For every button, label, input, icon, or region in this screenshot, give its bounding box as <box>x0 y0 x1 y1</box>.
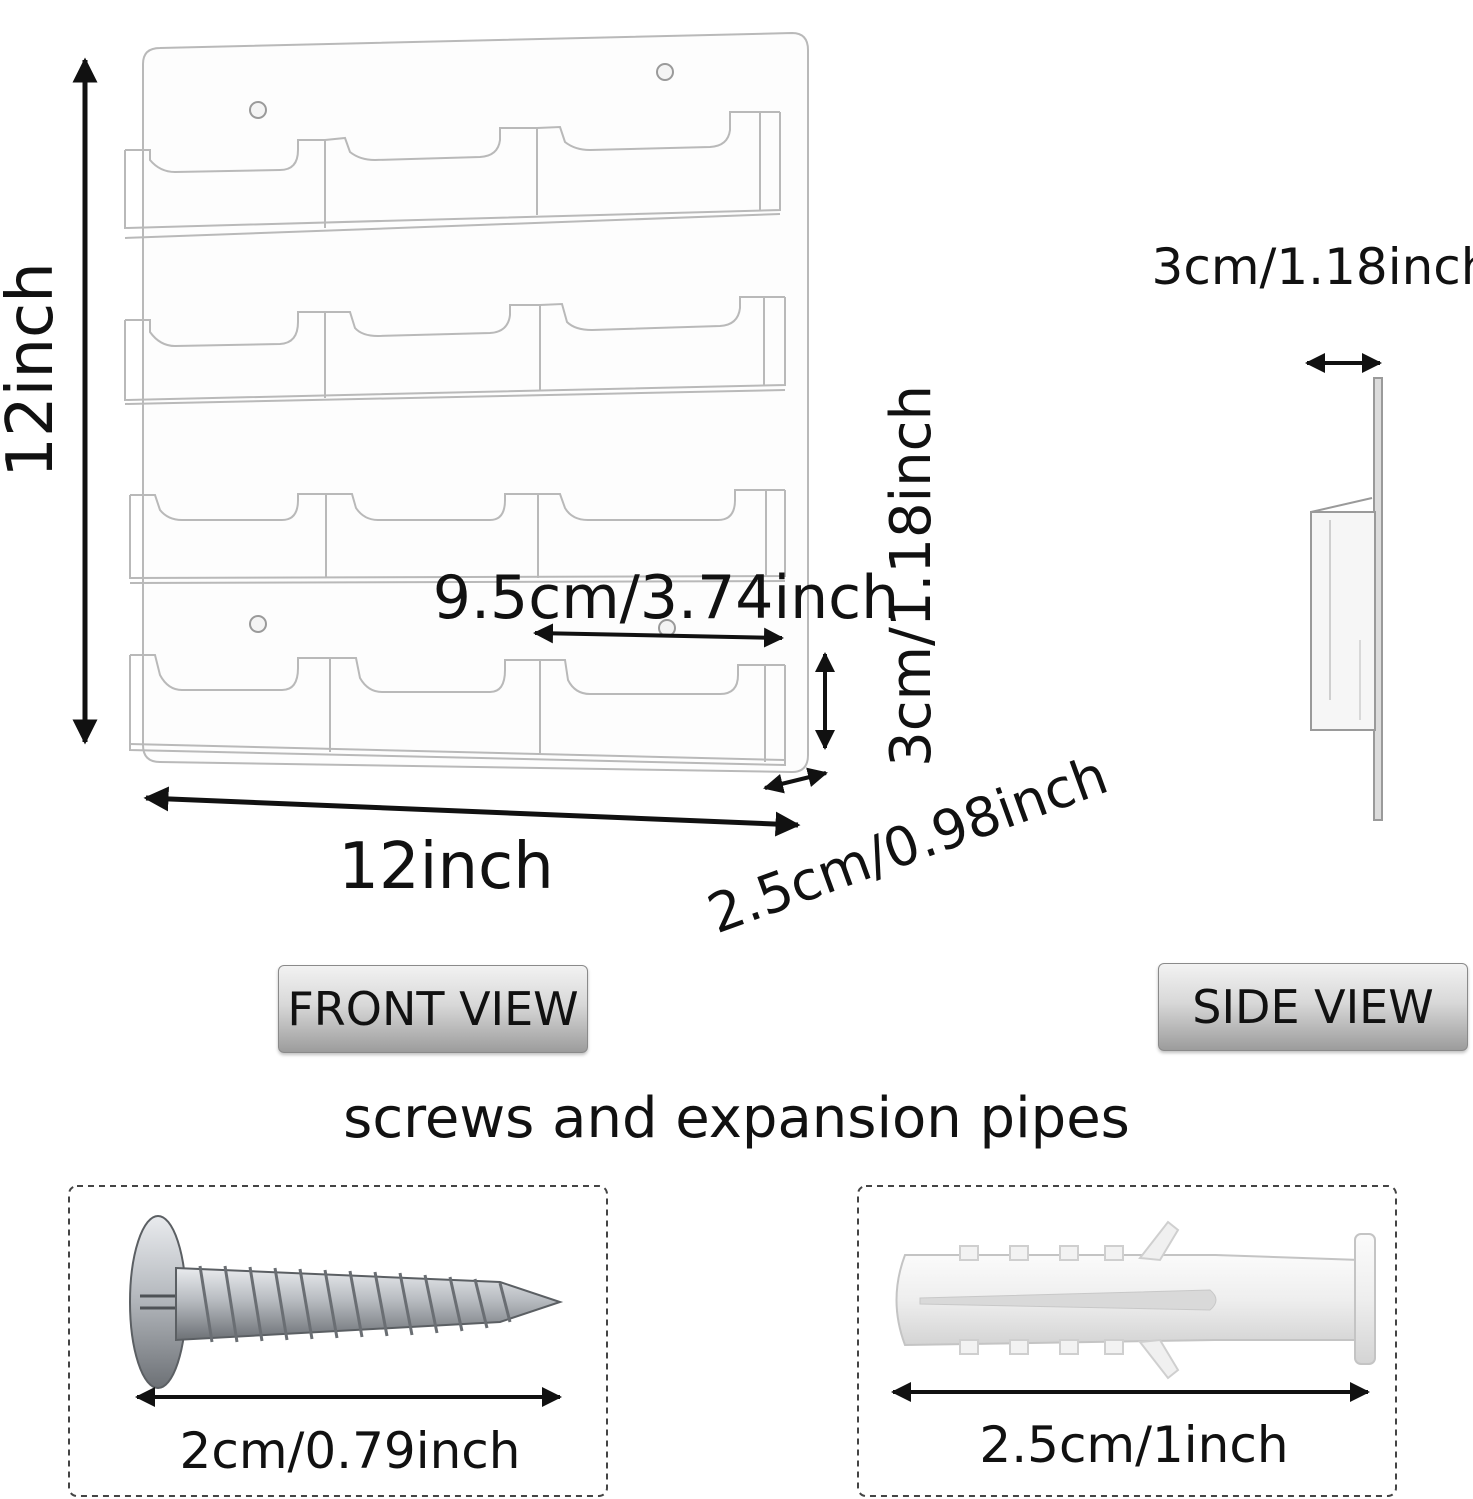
front-view-rack <box>124 31 809 774</box>
width-arrow <box>143 786 801 837</box>
pocket-row-2 <box>124 296 786 405</box>
pocket-row-1 <box>124 111 781 239</box>
side-pocket <box>1310 511 1376 731</box>
side-view-button: SIDE VIEW <box>1158 963 1468 1051</box>
height-label: 12inch <box>0 262 68 478</box>
pocket-width-label: 9.5cm/3.74inch <box>433 563 899 633</box>
anchor-ridges <box>959 1245 1124 1355</box>
anchor-length-label: 2.5cm/1inch <box>979 1416 1288 1474</box>
pocket-row-3 <box>129 489 786 584</box>
mounting-hole <box>249 615 267 633</box>
front-view-button: FRONT VIEW <box>278 965 588 1053</box>
side-depth-label: 3cm/1.18inch <box>1152 238 1473 296</box>
anchor-box <box>857 1185 1397 1497</box>
pocket-depth-label: 2.5cm/0.98inch <box>700 743 1116 946</box>
anchor-collar <box>1354 1233 1376 1365</box>
pocket-depth-arrow <box>763 767 828 794</box>
pocket-row-4 <box>129 654 786 767</box>
mounting-hole <box>249 101 267 119</box>
screw-threads <box>198 1265 512 1343</box>
side-view-profile <box>1310 377 1383 821</box>
width-label: 12inch <box>338 830 554 904</box>
pocket-width-arrow <box>533 623 784 648</box>
screw-length-label: 2cm/0.79inch <box>180 1422 521 1480</box>
screw-illustration <box>129 1215 564 1389</box>
anchor-illustration <box>895 1220 1376 1380</box>
dimension-arrows <box>72 57 835 837</box>
pocket-height-label: 3cm/1.18inch <box>879 385 944 767</box>
mounting-hole <box>656 63 674 81</box>
screw-box <box>68 1185 608 1497</box>
accessories-heading: screws and expansion pipes <box>343 1086 1130 1151</box>
